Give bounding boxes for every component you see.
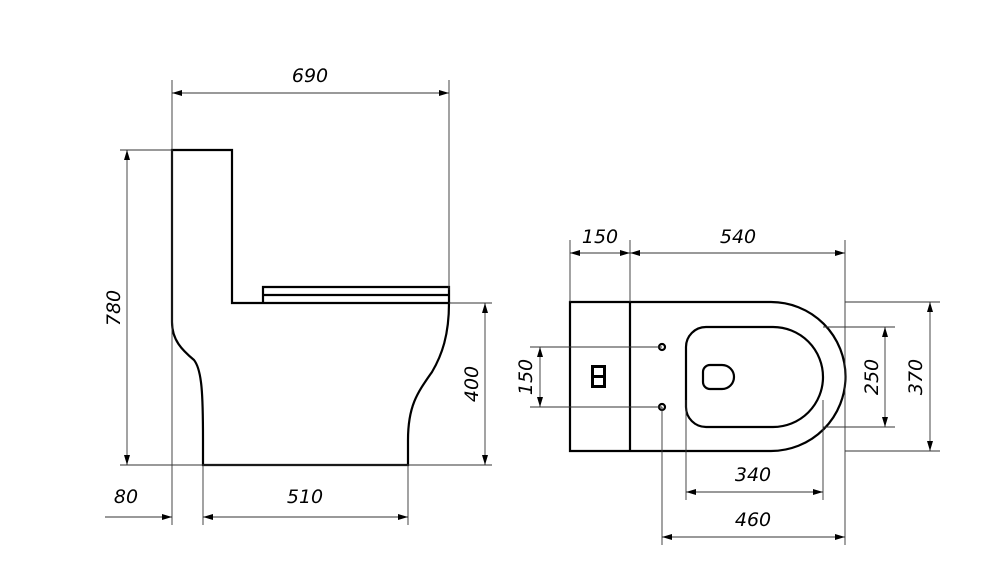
dim-label-400: 400 — [461, 366, 483, 402]
dim-label-250: 250 — [861, 359, 883, 395]
dim-label-370: 370 — [905, 359, 927, 395]
top-view: 150 540 150 250 370 340 460 — [515, 226, 940, 545]
seat-opening — [684, 325, 825, 429]
dim-label-340: 340 — [735, 464, 771, 486]
bowl-outlet — [701, 363, 736, 391]
extension-lines — [120, 80, 492, 525]
dim-label-80: 80 — [114, 486, 138, 508]
side-view: 690 780 400 80 510 — [103, 65, 492, 525]
dim-label-150-top: 150 — [582, 226, 618, 248]
extension-lines — [530, 240, 940, 545]
dim-label-780: 780 — [103, 290, 125, 326]
dim-label-150-left: 150 — [515, 359, 537, 395]
dim-label-690: 690 — [292, 65, 328, 87]
toilet-top-outline — [568, 300, 847, 453]
dim-label-540: 540 — [720, 226, 756, 248]
dim-label-510: 510 — [287, 486, 323, 508]
toilet-side-outline — [170, 148, 451, 467]
flush-button-icon — [591, 365, 606, 388]
dim-label-460: 460 — [735, 509, 771, 531]
seat-lid — [261, 285, 451, 303]
